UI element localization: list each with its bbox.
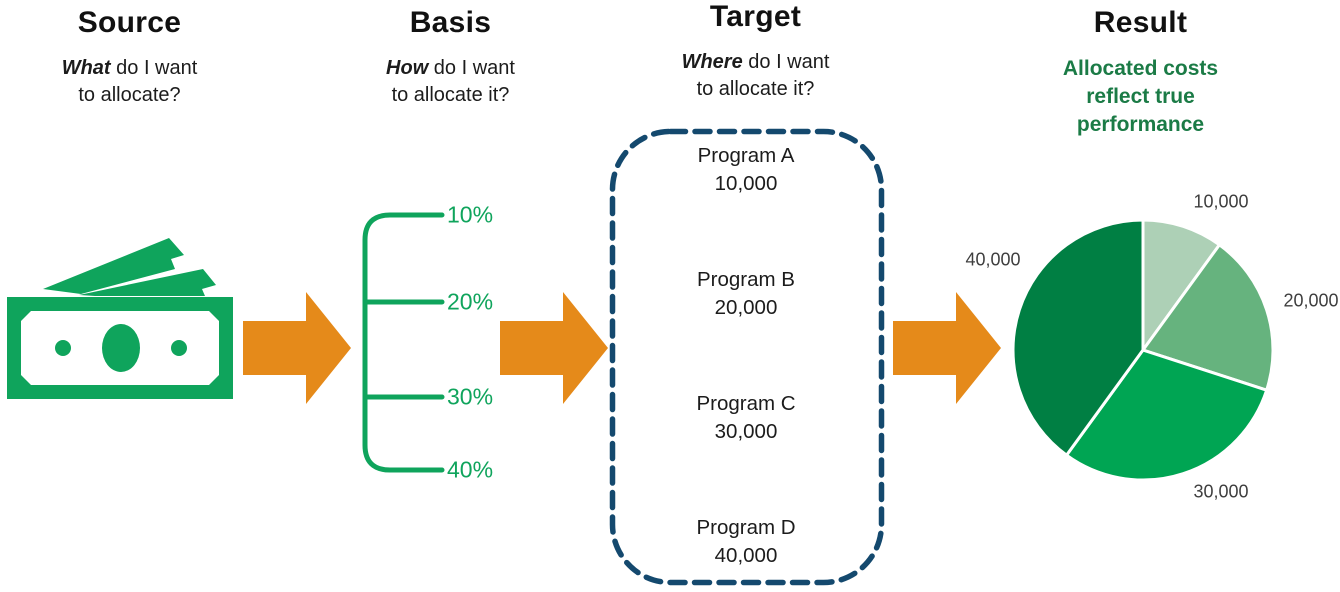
source-question-rest: do I want (110, 57, 198, 79)
arrow-target-to-result-icon (893, 292, 1001, 404)
target-title: Target (709, 0, 802, 33)
program-value: 20,000 (714, 296, 778, 319)
source-question-emphasis: What (61, 57, 111, 79)
source-title: Source (77, 6, 182, 39)
source-question: What do I want to allocate? (22, 55, 237, 109)
program-name: Program C (696, 392, 796, 415)
basis-title: Basis (409, 6, 492, 39)
program-value: 30,000 (714, 420, 778, 443)
pie-label-40000: 40,000 (965, 249, 1021, 270)
program-item: Program A 10,000 (612, 142, 880, 198)
program-item: Program D 40,000 (612, 514, 880, 570)
program-value: 40,000 (714, 544, 778, 567)
pie-slice-30,000 (1065, 348, 1269, 482)
program-item: Program B 20,000 (612, 266, 880, 322)
arrow-source-to-basis-icon (243, 292, 351, 404)
target-dashed-box (609, 128, 885, 586)
result-column-header: Result Allocated costs reflect true perf… (1033, 6, 1248, 139)
basis-percentage-40: 40% (447, 456, 494, 483)
basis-percentage-10: 10% (447, 201, 494, 228)
basis-question-line2: to allocate it? (391, 84, 510, 106)
basis-question-emphasis: How (386, 57, 429, 79)
pie-label-20000: 20,000 (1283, 290, 1339, 311)
program-item: Program C 30,000 (612, 390, 880, 446)
basis-question: How do I want to allocate it? (343, 55, 558, 109)
arrow-basis-to-target-icon (500, 292, 608, 404)
target-program-list: Program A 10,000 Program B 20,000 Progra… (612, 142, 880, 570)
pie-slice-20,000 (1141, 243, 1275, 392)
result-subtitle-line1: Allocated costs (1062, 57, 1219, 80)
program-name: Program B (697, 268, 795, 291)
target-column-header: Target Where do I want to allocate it? (648, 0, 863, 103)
basis-column-header: Basis How do I want to allocate it? (343, 6, 558, 109)
pie-slice-10,000 (1141, 218, 1221, 352)
target-question: Where do I want to allocate it? (648, 49, 863, 103)
result-title: Result (1093, 6, 1188, 39)
result-subtitle: Allocated costs reflect true performance (1033, 55, 1248, 139)
target-question-rest: do I want (742, 51, 830, 73)
money-cash-icon (7, 238, 233, 399)
pie-label-30000: 30,000 (1193, 481, 1249, 502)
basis-percentage-30: 30% (447, 383, 494, 410)
result-subtitle-line3: performance (1076, 113, 1205, 136)
source-question-line2: to allocate? (78, 84, 181, 106)
result-pie-chart (1011, 218, 1275, 482)
basis-percentage-20: 20% (447, 288, 494, 315)
basis-question-rest: do I want (428, 57, 515, 79)
target-question-line2: to allocate it? (696, 78, 815, 100)
result-subtitle-line2: reflect true (1086, 85, 1195, 108)
pie-slice-40,000 (1011, 218, 1145, 457)
program-name: Program D (696, 516, 796, 539)
basis-bracket-icon (362, 212, 445, 473)
program-value: 10,000 (714, 172, 778, 195)
target-question-emphasis: Where (681, 51, 743, 73)
source-column-header: Source What do I want to allocate? (22, 6, 237, 109)
program-name: Program A (697, 144, 795, 167)
pie-label-10000: 10,000 (1193, 191, 1249, 212)
